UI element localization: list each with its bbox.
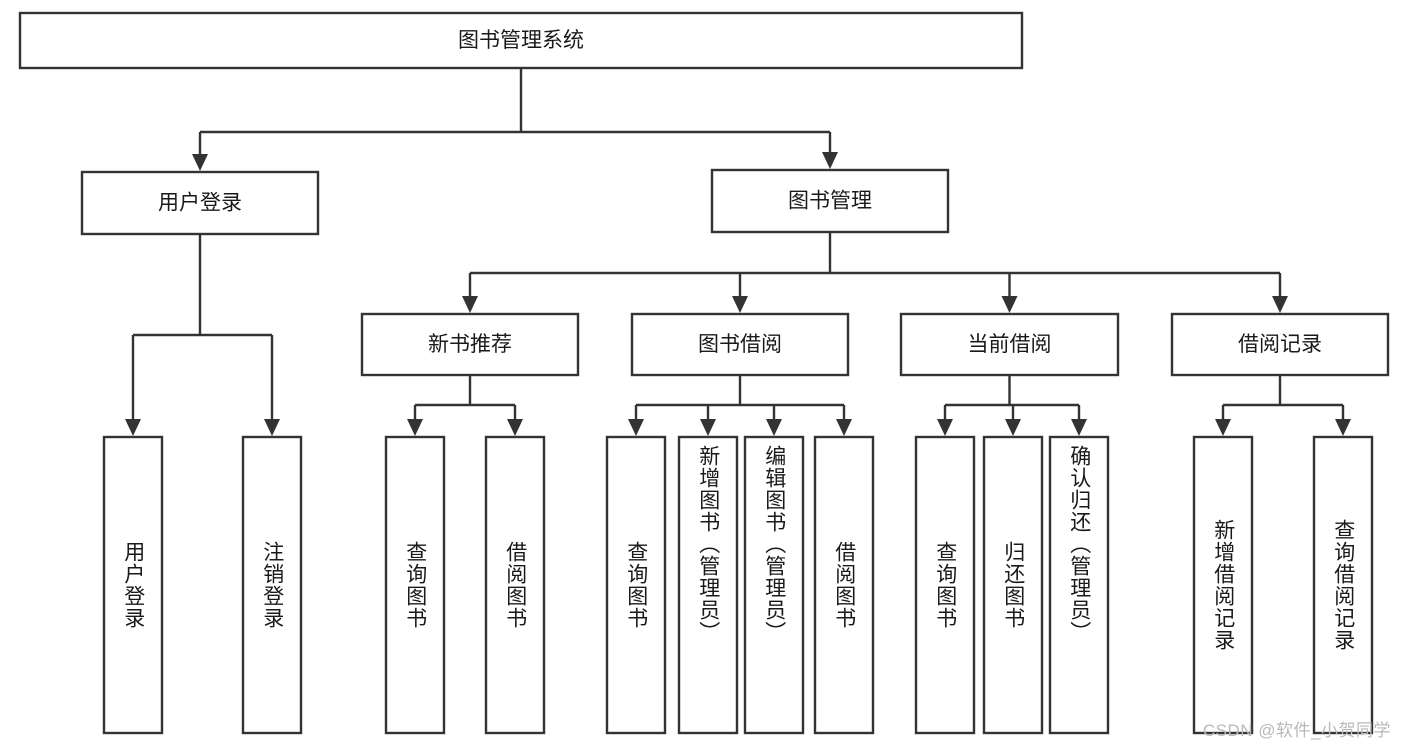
- connector-arrowhead: [407, 419, 423, 436]
- connector-arrowhead: [766, 419, 782, 436]
- node-box-leaf-bb-borrow[interactable]: [813, 435, 875, 735]
- watermark: CSDN @软件_小贺同学: [1202, 721, 1391, 740]
- node-box-leaf-rec-borrow[interactable]: [484, 435, 546, 735]
- connector-arrowhead: [937, 419, 953, 436]
- connector-arrowhead: [700, 419, 716, 436]
- node-label-user-login: 用户登录: [158, 192, 242, 215]
- node-label-current-borrow: 当前借阅: [968, 333, 1052, 356]
- node-box-leaf-cb-return[interactable]: [982, 435, 1044, 735]
- node-label-new-book-rec: 新书推荐: [428, 333, 512, 356]
- node-box-current-borrow[interactable]: [899, 312, 1120, 377]
- node-box-leaf-bb-edit[interactable]: [743, 435, 805, 735]
- connector-arrowhead: [264, 419, 280, 436]
- connector-arrowhead: [628, 419, 644, 436]
- connector-arrowhead: [836, 419, 852, 436]
- connector-arrowhead: [1071, 419, 1087, 436]
- connector-arrowhead: [1001, 296, 1018, 313]
- node-box-leaf-br-query[interactable]: [1312, 435, 1374, 735]
- node-box-leaf-br-add[interactable]: [1192, 435, 1254, 735]
- connector-arrowhead: [462, 296, 478, 313]
- node-box-layer: [18, 11, 1390, 735]
- node-box-book-manage[interactable]: [710, 168, 950, 234]
- node-label-book-borrow: 图书借阅: [698, 333, 782, 356]
- connector-arrowhead: [1272, 296, 1288, 313]
- connector-arrowhead: [822, 152, 838, 169]
- node-box-leaf-bb-query[interactable]: [605, 435, 667, 735]
- connector-arrowhead: [125, 419, 141, 436]
- node-box-user-login[interactable]: [80, 170, 320, 236]
- node-box-leaf-logout[interactable]: [241, 435, 303, 735]
- node-box-leaf-user-login[interactable]: [102, 435, 164, 735]
- node-box-leaf-cb-query[interactable]: [914, 435, 976, 735]
- connector-arrowhead: [1335, 419, 1351, 436]
- node-label-borrow-record: 借阅记录: [1238, 333, 1322, 356]
- node-box-borrow-record[interactable]: [1170, 312, 1390, 377]
- node-box-book-borrow[interactable]: [630, 312, 850, 377]
- node-box-root[interactable]: [18, 11, 1024, 70]
- connector-arrowhead: [732, 296, 748, 313]
- connector-arrowhead: [507, 419, 523, 436]
- node-box-leaf-rec-query[interactable]: [384, 435, 446, 735]
- connector-layer: [125, 68, 1351, 436]
- node-label-book-manage: 图书管理: [788, 190, 872, 213]
- connector-arrowhead: [192, 154, 208, 171]
- node-box-leaf-cb-confirm[interactable]: [1048, 435, 1110, 735]
- node-box-new-book-rec[interactable]: [360, 312, 580, 377]
- node-label-root: 图书管理系统: [458, 29, 584, 52]
- node-box-leaf-bb-add[interactable]: [677, 435, 739, 735]
- connector-arrowhead: [1005, 419, 1021, 436]
- connector-arrowhead: [1215, 419, 1231, 436]
